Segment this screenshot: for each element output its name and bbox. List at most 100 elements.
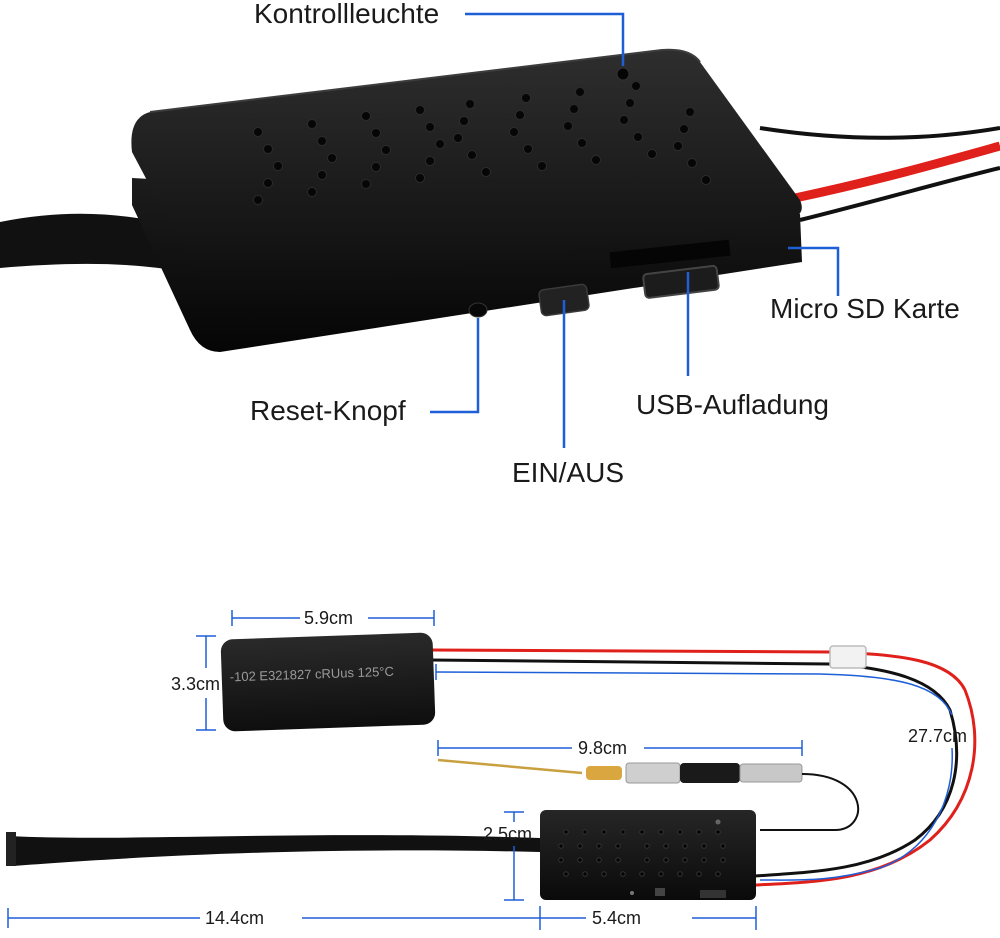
dimension-labels: 5.9cm 3.3cm 27.7cm 9.8cm 2.5cm 14.4cm 5.… [171, 608, 967, 928]
module-vent-hole [615, 843, 621, 849]
vent-hole [467, 150, 477, 160]
label-indicator-light: Kontrollleuchte [254, 0, 439, 29]
module-vent-hole [582, 829, 588, 835]
module-vent-hole [715, 871, 721, 877]
vent-hole [425, 122, 435, 132]
module-vent-hole [639, 871, 645, 877]
vent-hole [577, 138, 587, 148]
vent-pattern [253, 81, 711, 205]
dim-battery-width: 5.9cm [304, 608, 353, 628]
battery-wire-red [429, 648, 977, 887]
label-reset-button: Reset-Knopf [250, 395, 406, 426]
vent-hole [253, 127, 263, 137]
vent-hole [253, 195, 263, 205]
usb-port [642, 264, 720, 299]
module-vents [558, 829, 726, 877]
module-vent-hole [658, 829, 664, 835]
vent-hole [327, 153, 337, 163]
vent-hole [435, 139, 445, 149]
module-indicator [715, 819, 721, 825]
antenna-coil [586, 766, 622, 780]
battery-print: -102 E321827 cRUus 125°C [230, 664, 395, 685]
vent-hole [263, 178, 273, 188]
wire-connector [829, 645, 867, 669]
dim-battery-height: 3.3cm [171, 674, 220, 694]
camera-module [540, 810, 756, 900]
vent-hole [591, 155, 601, 165]
vent-hole [537, 161, 547, 171]
dim-module-width: 5.4cm [592, 908, 641, 928]
vent-hole [415, 105, 425, 115]
module-vent-hole [558, 857, 564, 863]
callout-line-microsd [788, 246, 840, 296]
module-vent-hole [582, 871, 588, 877]
label-micro-sd: Micro SD Karte [770, 293, 960, 324]
vent-hole [701, 175, 711, 185]
vent-hole [453, 133, 463, 143]
module-vent-hole [596, 857, 602, 863]
module-vent-hole [720, 857, 726, 863]
module-vent-hole [644, 857, 650, 863]
module-vent-hole [563, 829, 569, 835]
module-vent-hole [696, 871, 702, 877]
dim-module-height: 2.5cm [483, 824, 532, 844]
vent-hole [521, 93, 531, 103]
label-usb-charging: USB-Aufladung [636, 389, 829, 420]
vent-hole [625, 98, 635, 108]
vent-hole [523, 144, 533, 154]
module-vent-hole [639, 829, 645, 835]
vent-hole [317, 136, 327, 146]
ribbon-cable-tip [6, 832, 16, 866]
vent-hole [647, 149, 657, 159]
callout-lines [430, 12, 840, 448]
module-vent-hole [563, 871, 569, 877]
lens-barrel [739, 763, 803, 783]
module-vent-hole [577, 857, 583, 863]
module-switch [655, 888, 665, 896]
vent-hole [515, 110, 525, 120]
module-vent-hole [596, 843, 602, 849]
dim-ribbon-length: 14.4cm [205, 908, 264, 928]
vent-hole [381, 145, 391, 155]
module-vent-hole [620, 829, 626, 835]
dimension-lines [7, 610, 953, 930]
module-vent-hole [658, 871, 664, 877]
vent-hole [273, 161, 283, 171]
module-vent-hole [644, 843, 650, 849]
antenna-wire [437, 758, 583, 775]
dim-cable-length: 27.7cm [908, 726, 967, 746]
module-vent-hole [577, 843, 583, 849]
reset-hole [468, 302, 488, 318]
battery-wire-black [429, 658, 959, 878]
vent-hole [569, 104, 579, 114]
callout-line-reset [430, 318, 480, 414]
module-vent-hole [620, 871, 626, 877]
vent-hole [263, 144, 273, 154]
vent-hole [619, 115, 629, 125]
module-vent-hole [715, 829, 721, 835]
wire-red [794, 141, 1000, 203]
module-reset [630, 891, 634, 895]
indicator-light [616, 67, 630, 81]
vent-hole [481, 167, 491, 177]
vent-hole [575, 87, 585, 97]
lens-cable-sleeve [680, 763, 740, 783]
module-vent-hole [601, 829, 607, 835]
vent-hole [307, 119, 317, 129]
vent-hole [415, 173, 425, 183]
callout-labels: Kontrollleuchte Micro SD Karte USB-Aufla… [250, 0, 960, 488]
vent-hole [465, 99, 475, 109]
module-vent-hole [558, 843, 564, 849]
module-vent-hole [615, 857, 621, 863]
module-vent-hole [663, 843, 669, 849]
lens-housing [625, 762, 681, 784]
vent-hole [459, 116, 469, 126]
callout-line-indicator [465, 12, 625, 66]
vent-hole [687, 158, 697, 168]
vent-hole [685, 107, 695, 117]
wire-black [759, 126, 1000, 140]
dimension-diagram: -102 E321827 cRUus 125°C [6, 608, 977, 930]
battery [220, 632, 436, 732]
vent-hole [673, 141, 683, 151]
